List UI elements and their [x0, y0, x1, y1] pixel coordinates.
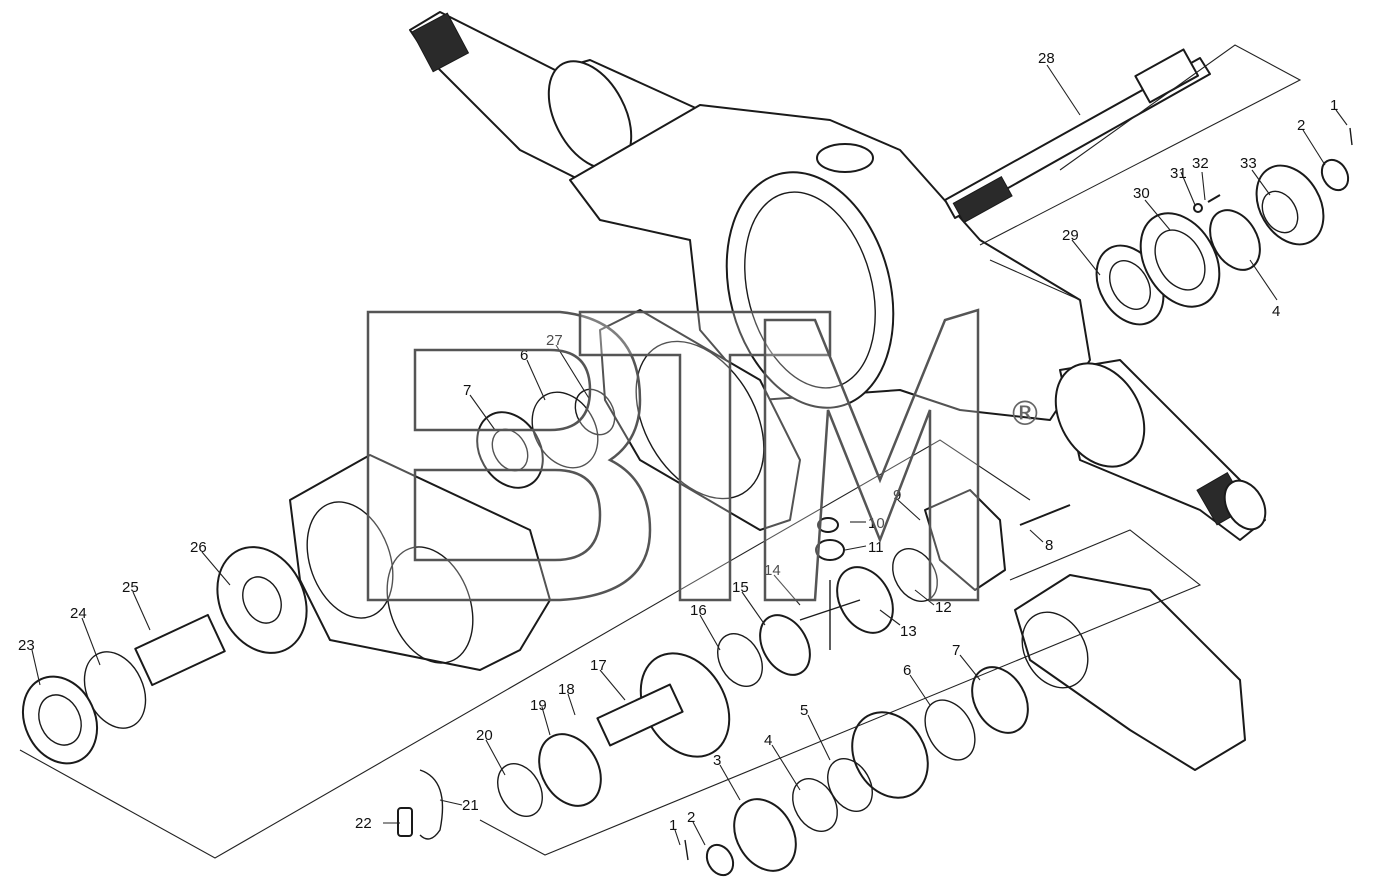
- callout-4: 4: [1272, 303, 1280, 320]
- callout-5: 5: [800, 702, 808, 719]
- callout-12: 12: [935, 599, 952, 616]
- callout-14: 14: [764, 562, 781, 579]
- callout-19: 19: [530, 697, 547, 714]
- registered-mark: ®: [1008, 394, 1042, 434]
- leader-lines: [31, 64, 1348, 846]
- callout-16: 16: [690, 602, 707, 619]
- callout-15: 15: [732, 579, 749, 596]
- hub-parts-right: [1095, 127, 1353, 326]
- callout-18: 18: [558, 681, 575, 698]
- axle-shaft-28: [944, 48, 1211, 224]
- callout-32: 32: [1192, 155, 1209, 172]
- callout-2b: 2: [687, 809, 695, 826]
- differential-parts: [397, 489, 1071, 840]
- right-carrier-cover: [684, 574, 1246, 877]
- callout-17: 17: [590, 657, 607, 674]
- callout-31: 31: [1170, 165, 1187, 182]
- callout-28: 28: [1038, 50, 1055, 67]
- callout-2: 2: [1297, 117, 1305, 134]
- callout-6: 6: [520, 347, 528, 364]
- callout-1: 1: [1330, 97, 1338, 114]
- callout-4b: 4: [764, 732, 772, 749]
- callout-7b: 7: [952, 642, 960, 659]
- callout-7: 7: [463, 382, 471, 399]
- callout-8: 8: [1045, 537, 1053, 554]
- axle-housing: [409, 11, 1267, 541]
- callout-23: 23: [18, 637, 35, 654]
- callout-3: 3: [713, 752, 721, 769]
- callout-20: 20: [476, 727, 493, 744]
- callout-24: 24: [70, 605, 87, 622]
- callout-26: 26: [190, 539, 207, 556]
- cover-plate: [599, 309, 801, 531]
- callout-13: 13: [900, 623, 917, 640]
- btm-watermark-logo: ®: [366, 308, 1042, 602]
- callout-22: 22: [355, 815, 372, 832]
- callout-1b: 1: [669, 817, 677, 834]
- callout-29: 29: [1062, 227, 1079, 244]
- callout-labels: 28 1 2 33 31 32 30 29 4 27 6 7 9 8 10 11…: [18, 50, 1338, 834]
- callout-30: 30: [1133, 185, 1150, 202]
- callout-33: 33: [1240, 155, 1257, 172]
- callout-27: 27: [546, 332, 563, 349]
- callout-25: 25: [122, 579, 139, 596]
- callout-6b: 6: [903, 662, 911, 679]
- group-outlines: [19, 44, 1302, 859]
- callout-11: 11: [868, 539, 884, 556]
- callout-21: 21: [462, 797, 479, 814]
